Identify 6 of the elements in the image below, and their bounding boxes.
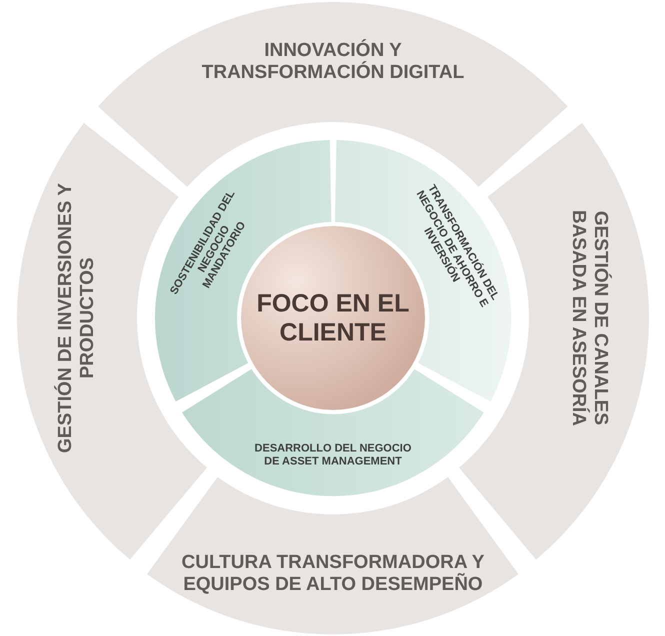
segment-label: DESARROLLO DEL NEGOCIO DE ASSET MANAGEMENT (254, 442, 412, 468)
segment-label: GESTIÓN DE CANALES BASADA EN ASESORÍA (567, 208, 611, 428)
segment-label: GESTIÓN DE INVERSIONES Y PRODUCTOS (55, 182, 99, 453)
segment-label: INNOVACIÓN Y TRANSFORMACIÓN DIGITAL (200, 40, 466, 84)
segment-label: CULTURA TRANSFORMADORA Y EQUIPOS DE ALTO DESEMPEÑO (180, 552, 486, 596)
center-title: FOCO EN EL CLIENTE (256, 289, 410, 347)
